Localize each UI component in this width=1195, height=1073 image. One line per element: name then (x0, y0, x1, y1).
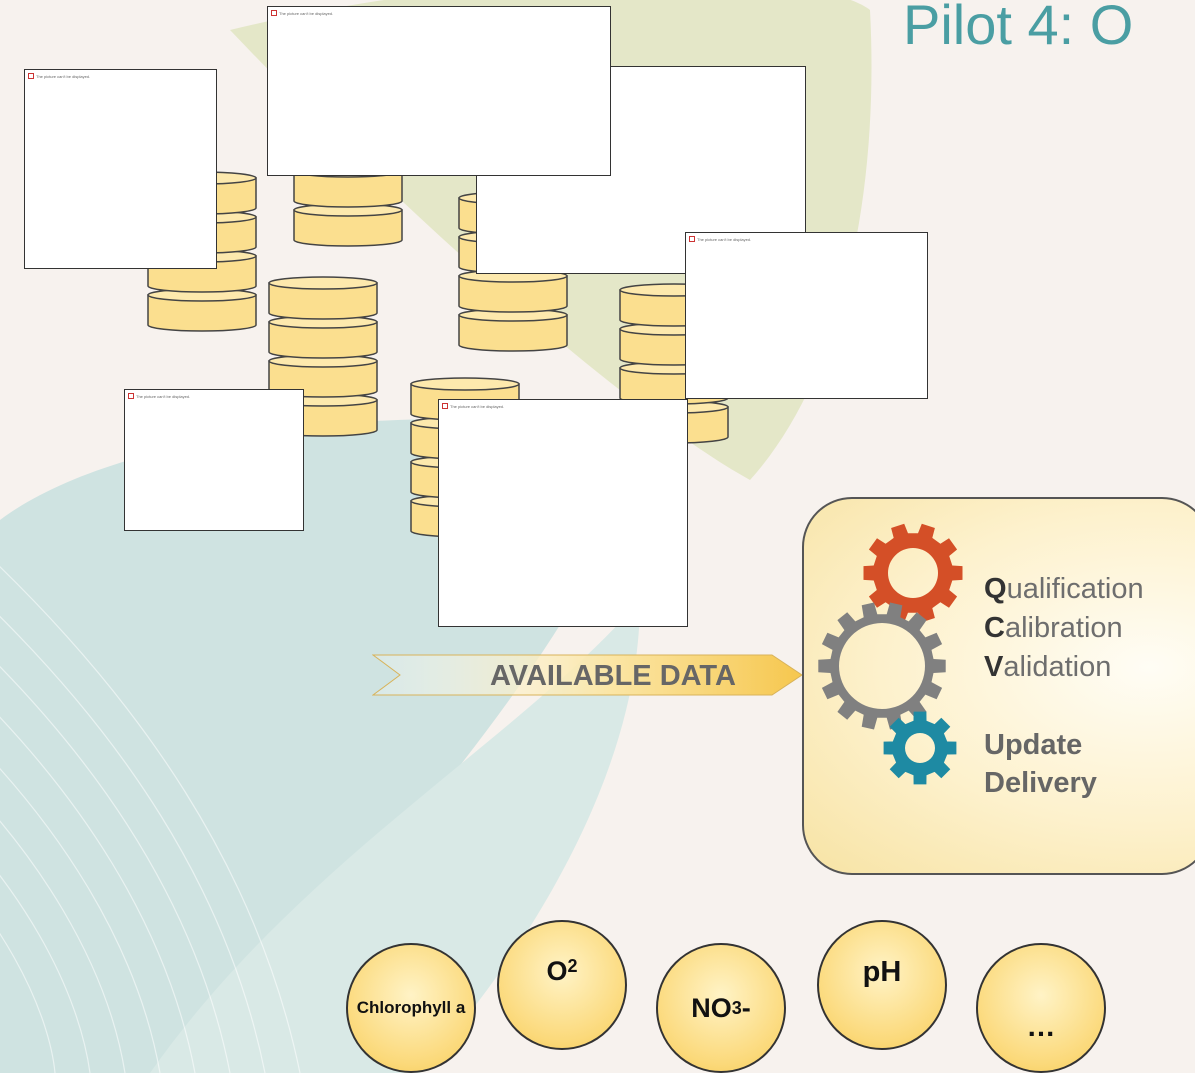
processing-panel (802, 497, 1195, 875)
database-disk (458, 269, 568, 313)
broken-image-placeholder: The picture can't be displayed. (24, 69, 217, 269)
gear-teal-icon (883, 711, 957, 785)
broken-image-label: The picture can't be displayed. (689, 236, 751, 242)
database-disk (458, 308, 568, 352)
broken-image-label: The picture can't be displayed. (128, 393, 190, 399)
step-qualification: Qualification (984, 573, 1144, 605)
variable-ph: pH (817, 920, 947, 1050)
arc-lines (0, 566, 301, 1073)
database-disk (268, 276, 378, 320)
gears-illustration (818, 523, 963, 785)
database-disk (147, 288, 257, 332)
broken-image-icon (128, 393, 134, 399)
database-disk (293, 203, 403, 247)
database-disk (268, 315, 378, 359)
step-calibration: Calibration (984, 612, 1123, 644)
available-data-arrow (372, 654, 803, 696)
broken-image-icon (689, 236, 695, 242)
gear-orange-icon (863, 523, 963, 623)
broken-image-placeholder: The picture can't be displayed. (267, 6, 611, 176)
broken-image-label: The picture can't be displayed. (442, 403, 504, 409)
available-data-label: AVAILABLE DATA (490, 660, 736, 692)
database-disk (268, 354, 378, 398)
broken-image-icon (442, 403, 448, 409)
broken-image-label: The picture can't be displayed. (271, 10, 333, 16)
page-title: Pilot 4: O (903, 0, 1134, 56)
variable-chlorophyll: Chlorophyll a (346, 943, 476, 1073)
teal-leaf-lower (150, 600, 640, 1073)
step-delivery: Delivery (984, 767, 1097, 799)
variable-more: … (976, 943, 1106, 1073)
broken-image-placeholder: The picture can't be displayed. (124, 389, 304, 531)
step-update: Update (984, 729, 1083, 761)
broken-image-placeholder: The picture can't be displayed. (438, 399, 688, 627)
broken-image-icon (28, 73, 34, 79)
broken-image-placeholder: The picture can't be displayed. (685, 232, 928, 399)
broken-image-icon (271, 10, 277, 16)
gear-gray-icon (818, 602, 946, 730)
step-validation: Validation (984, 651, 1112, 683)
broken-image-label: The picture can't be displayed. (28, 73, 90, 79)
